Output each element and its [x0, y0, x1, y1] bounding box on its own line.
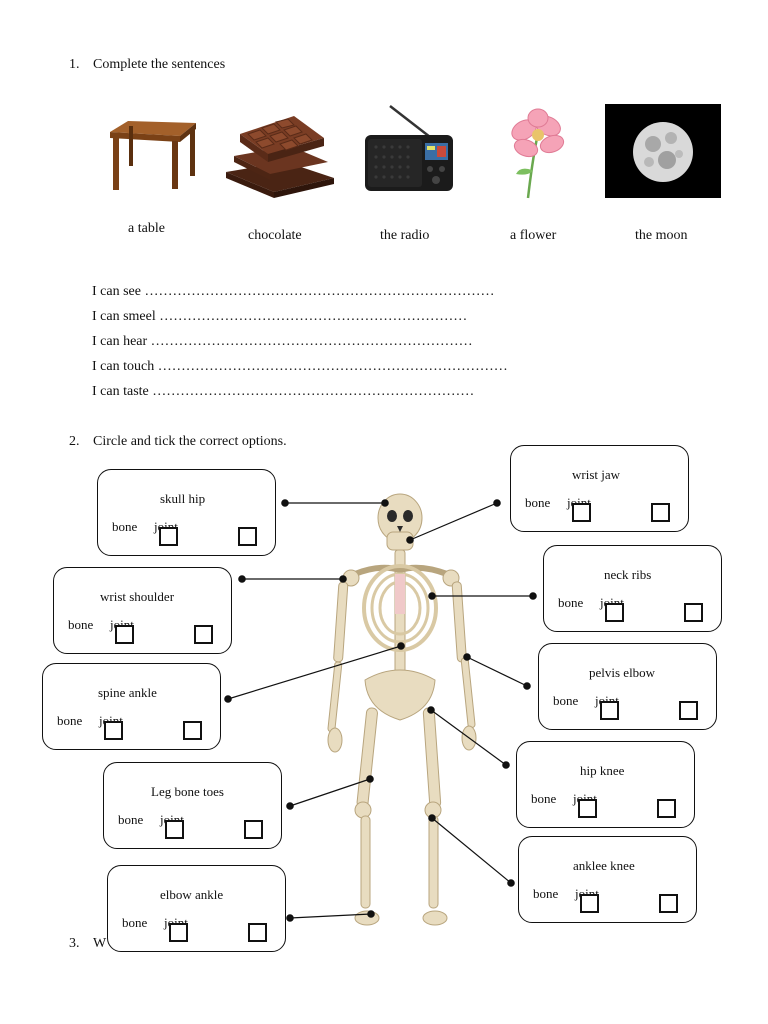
caption-chocolate: chocolate — [248, 228, 302, 243]
skeleton-illustration — [327, 493, 477, 926]
bone-checkbox[interactable] — [169, 923, 188, 942]
box-words: neck ribs — [604, 567, 652, 582]
sentence-taste: I can taste …………………………………………………………… — [92, 384, 475, 399]
caption-moon: the moon — [635, 228, 688, 243]
answer-box-anklee-knee: anklee knee bone joint — [518, 836, 697, 923]
box-words: anklee knee — [573, 858, 635, 873]
answer-box-wrist-shoulder: wrist shoulder bone joint — [53, 567, 232, 654]
bone-checkbox[interactable] — [580, 894, 599, 913]
section3-title: W — [93, 936, 107, 951]
bone-label: bone — [525, 495, 551, 510]
bone-label: bone — [68, 617, 94, 632]
bone-label: bone — [553, 693, 579, 708]
answer-box-skull-hip: skull hip bone joint — [97, 469, 276, 556]
bone-checkbox[interactable] — [104, 721, 123, 740]
joint-checkbox[interactable] — [183, 721, 202, 740]
sentence-smell: I can smeel ………………………………………………………… — [92, 309, 468, 324]
joint-checkbox[interactable] — [659, 894, 678, 913]
box-words: wrist jaw — [572, 467, 621, 482]
table-icon — [110, 121, 196, 190]
box-words: Leg bone toes — [151, 784, 224, 799]
caption-radio: the radio — [380, 228, 430, 243]
chocolate-icon — [226, 116, 334, 198]
caption-flower: a flower — [510, 228, 557, 243]
caption-table: a table — [128, 221, 165, 236]
joint-checkbox[interactable] — [194, 625, 213, 644]
bone-checkbox[interactable] — [572, 503, 591, 522]
box-words: wrist shoulder — [100, 589, 175, 604]
sentence-touch: I can touch ………………………………………………………………… — [92, 359, 508, 374]
bone-label: bone — [533, 886, 559, 901]
section2-title: Circle and tick the correct options. — [93, 434, 287, 449]
box-words: elbow ankle — [160, 887, 224, 902]
bone-checkbox[interactable] — [605, 603, 624, 622]
answer-box-wrist-jaw: wrist jaw bone joint — [510, 445, 689, 532]
answer-box-legbone-toes: Leg bone toes bone joint — [103, 762, 282, 849]
bone-label: bone — [122, 915, 148, 930]
section3-number: 3. — [69, 936, 80, 951]
box-words: pelvis elbow — [589, 665, 656, 680]
sentence-hear: I can hear …………………………………………………………… — [92, 334, 473, 349]
joint-checkbox[interactable] — [651, 503, 670, 522]
bone-label: bone — [112, 519, 138, 534]
bone-checkbox[interactable] — [159, 527, 178, 546]
joint-checkbox[interactable] — [684, 603, 703, 622]
flower-icon — [511, 108, 565, 199]
joint-checkbox[interactable] — [657, 799, 676, 818]
answer-box-pelvis-elbow: pelvis elbow bone joint — [538, 643, 717, 730]
joint-checkbox[interactable] — [679, 701, 698, 720]
box-words: hip knee — [580, 763, 625, 778]
box-words: spine ankle — [98, 685, 157, 700]
bone-checkbox[interactable] — [165, 820, 184, 839]
bone-checkbox[interactable] — [578, 799, 597, 818]
answer-box-spine-ankle: spine ankle bone joint — [42, 663, 221, 750]
answer-box-elbow-ankle: elbow ankle bone joint — [107, 865, 286, 952]
bone-label: bone — [558, 595, 584, 610]
section1-number: 1. — [69, 57, 80, 72]
sentence-see: I can see ………………………………………………………………… — [92, 284, 495, 299]
bone-checkbox[interactable] — [600, 701, 619, 720]
joint-checkbox[interactable] — [244, 820, 263, 839]
section1-title: Complete the sentences — [93, 57, 226, 72]
joint-checkbox[interactable] — [248, 923, 267, 942]
radio-icon — [365, 105, 453, 191]
answer-box-neck-ribs: neck ribs bone joint — [543, 545, 722, 632]
bone-checkbox[interactable] — [115, 625, 134, 644]
answer-box-hip-knee: hip knee bone joint — [516, 741, 695, 828]
box-words: skull hip — [160, 491, 206, 506]
bone-label: bone — [118, 812, 144, 827]
moon-icon — [605, 104, 721, 198]
bone-label: bone — [57, 713, 83, 728]
bone-label: bone — [531, 791, 557, 806]
joint-checkbox[interactable] — [238, 527, 257, 546]
section2-number: 2. — [69, 434, 80, 449]
